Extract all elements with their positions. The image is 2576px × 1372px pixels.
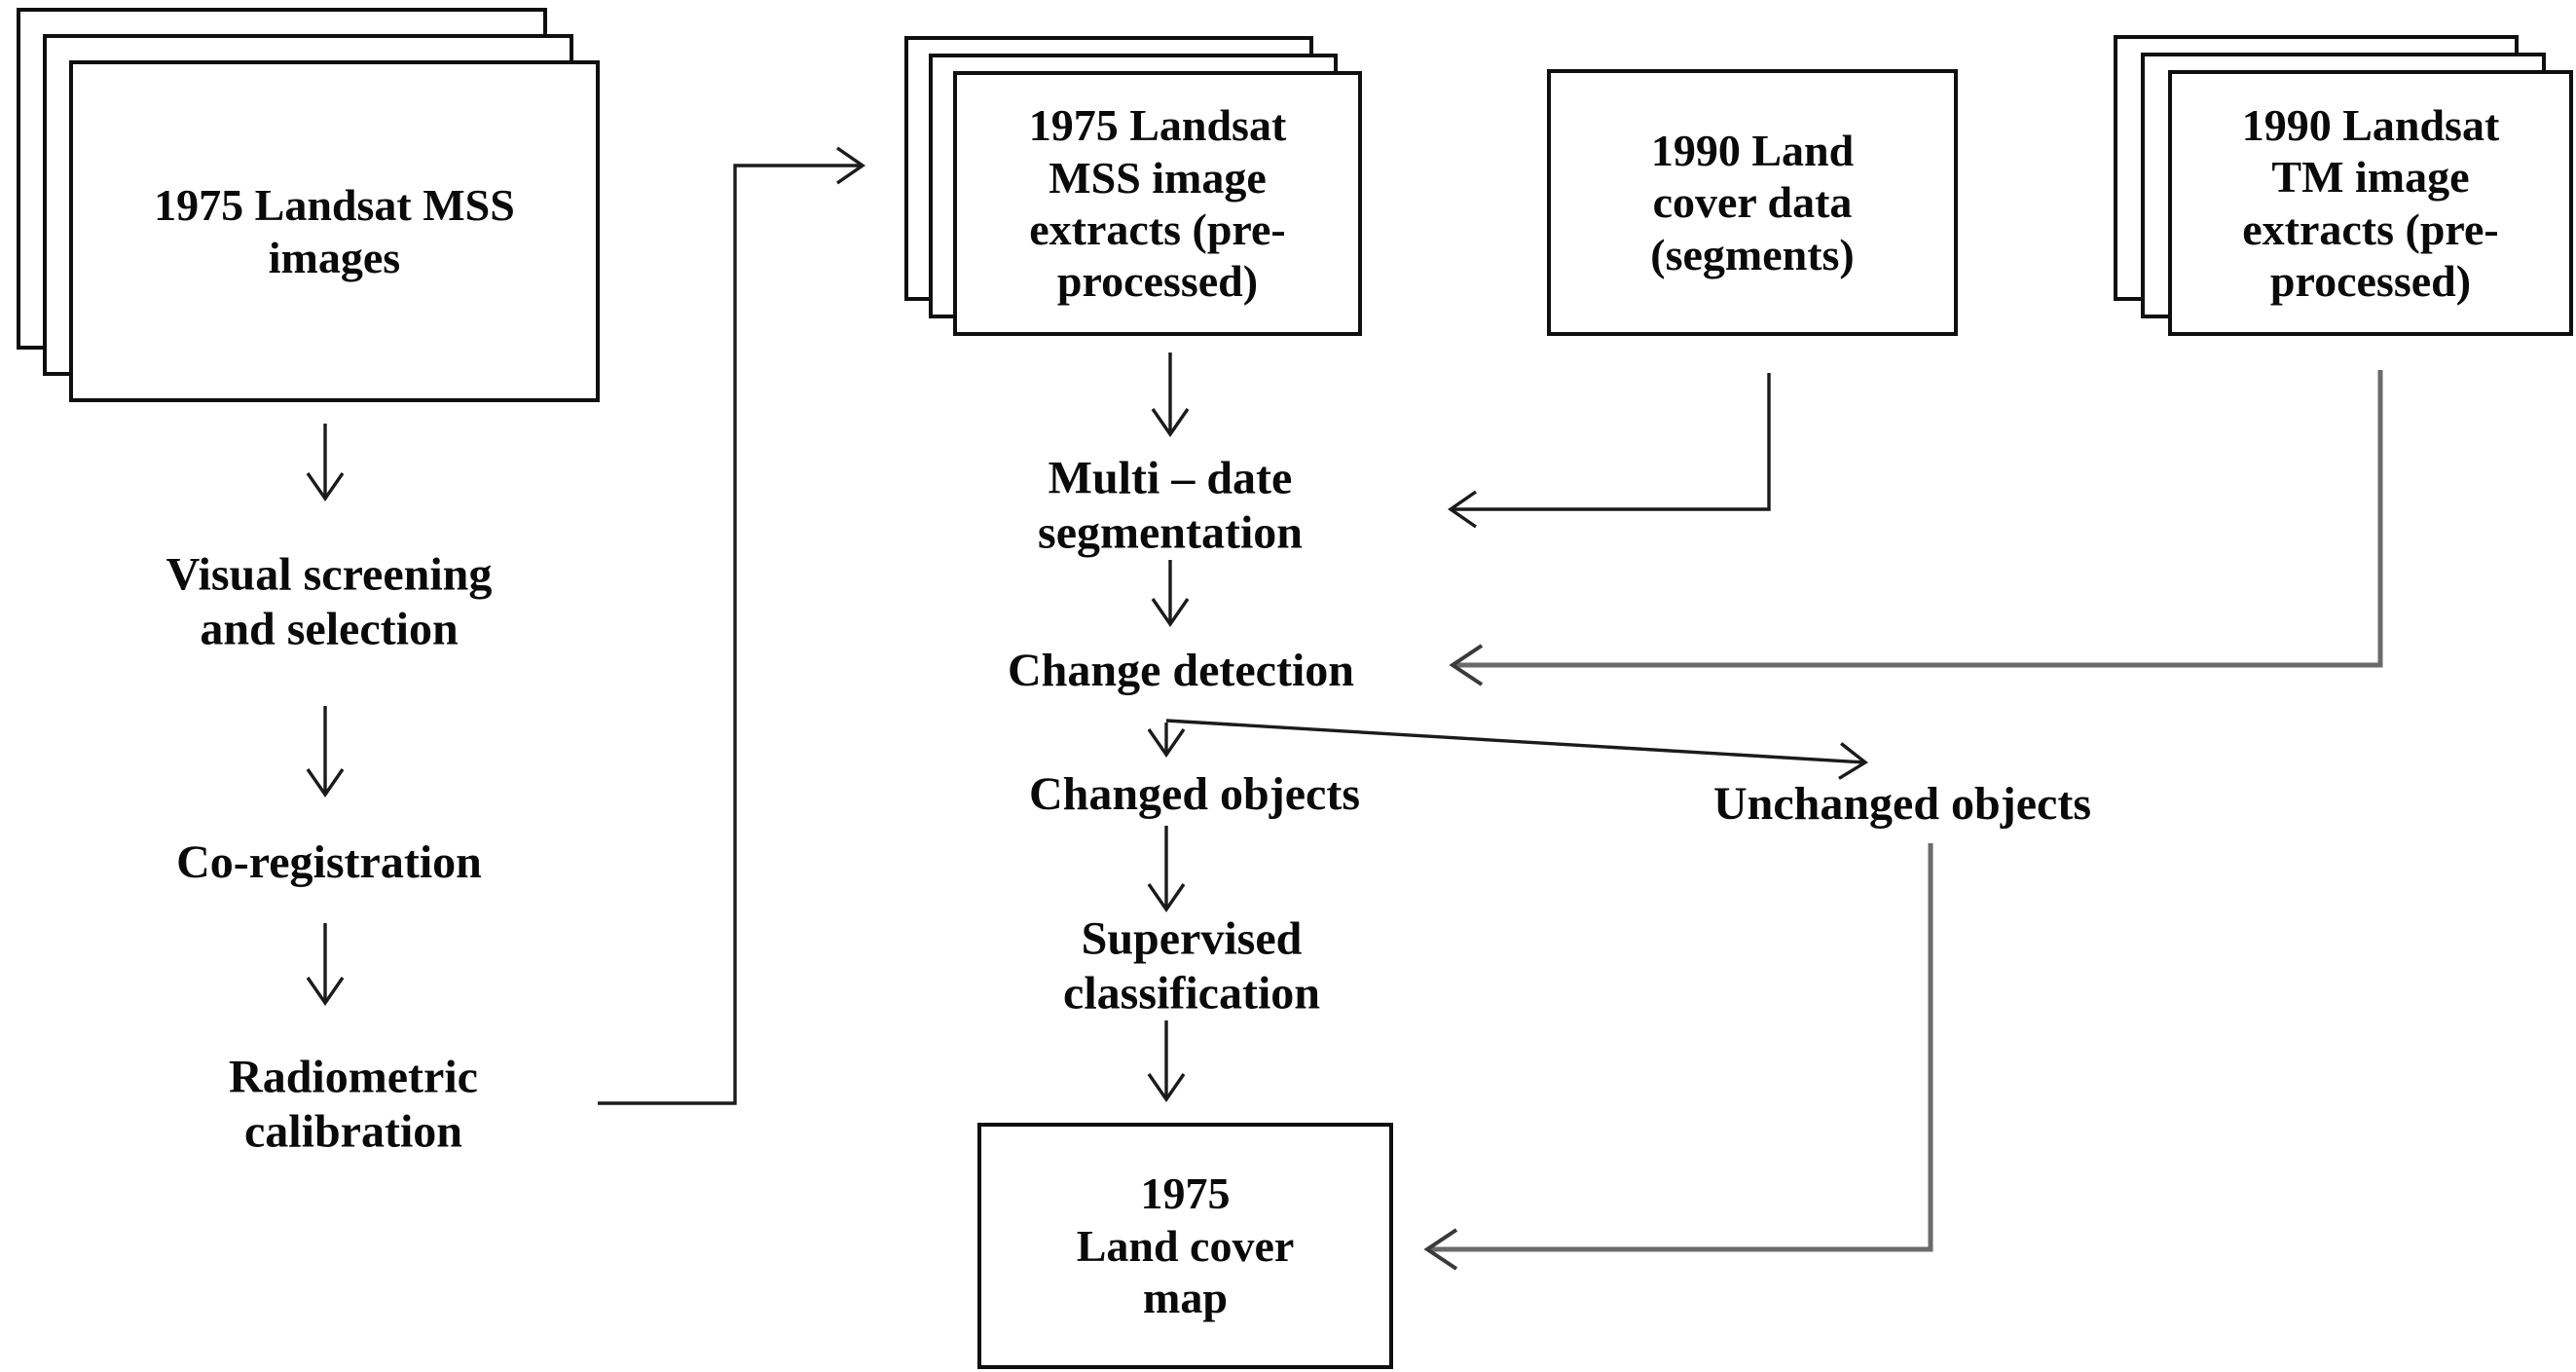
node-co-registration: Co-registration bbox=[176, 836, 482, 889]
arrow-unchanged-objects-to-land-cover-map bbox=[1423, 843, 1933, 1271]
node-label-tm-extracts: 1990 Landsat TM image extracts (pre- pro… bbox=[2241, 99, 2500, 306]
node-tm-extracts: 1990 Landsat TM image extracts (pre- pro… bbox=[2114, 35, 2573, 336]
arrow-radiometric-to-mss-extracts bbox=[598, 146, 865, 1105]
node-label-land-cover-data: 1990 Land cover data (segments) bbox=[1650, 125, 1855, 279]
arrow-change-detection-to-unchanged-objects bbox=[1165, 719, 1868, 780]
node-label-mss-images: 1975 Landsat MSS images bbox=[154, 180, 515, 282]
node-changed-objects: Changed objects bbox=[1028, 768, 1361, 821]
node-mss-images: 1975 Landsat MSS images bbox=[17, 8, 600, 402]
stack-front-sheet: 1990 Landsat TM image extracts (pre- pro… bbox=[2168, 70, 2573, 336]
node-change-detection: Change detection bbox=[1008, 645, 1354, 697]
node-unchanged-objects: Unchanged objects bbox=[1712, 778, 2092, 831]
node-land-cover-data: 1990 Land cover data (segments) bbox=[1547, 69, 1958, 336]
node-land-cover-map: 1975 Land cover map bbox=[977, 1123, 1393, 1369]
node-visual-screening: Visual screening and selection bbox=[166, 548, 493, 654]
node-label-land-cover-map: 1975 Land cover map bbox=[1076, 1168, 1295, 1323]
node-label-mss-extracts: 1975 Landsat MSS image extracts (pre- pr… bbox=[1028, 100, 1287, 307]
arrow-land-cover-data-to-multi-date bbox=[1448, 373, 1771, 529]
stack-front-sheet: 1975 Landsat MSS image extracts (pre- pr… bbox=[953, 71, 1362, 336]
node-supervised-classification: Supervised classification bbox=[1063, 912, 1320, 1019]
node-radiometric-calibration: Radiometric calibration bbox=[229, 1051, 478, 1157]
node-mss-extracts: 1975 Landsat MSS image extracts (pre- pr… bbox=[904, 36, 1362, 336]
arrow-tm-extracts-to-change-detection bbox=[1449, 370, 2383, 686]
stack-front-sheet: 1975 Landsat MSS images bbox=[69, 60, 600, 402]
node-multi-date-segmentation: Multi – date segmentation bbox=[1038, 452, 1303, 558]
